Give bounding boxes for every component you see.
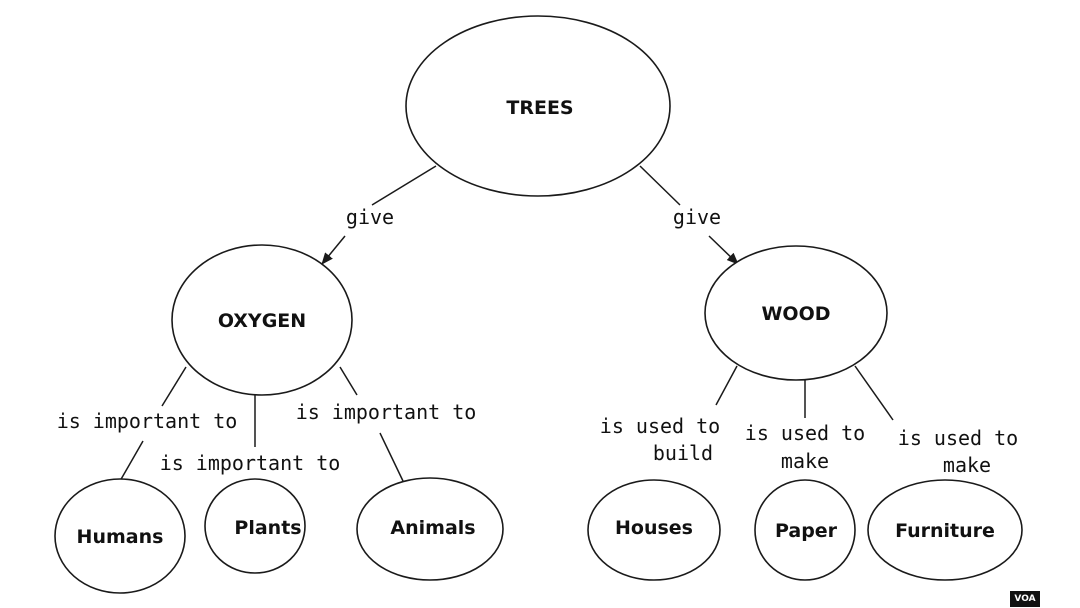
node-furniture: Furniture <box>867 479 1023 581</box>
node-oxygen: OXYGEN <box>171 244 353 396</box>
edge-label-wood-houses-line1: is used to <box>600 414 720 438</box>
voa-watermark: VOA <box>1010 591 1040 607</box>
edge-label-oxygen-animals: is important to <box>296 400 477 424</box>
edge-label-wood-furniture-line2: make <box>943 453 991 477</box>
edge-oxygen-humans-upper <box>161 366 187 407</box>
edge-label-trees-wood: give <box>673 205 721 229</box>
edge-oxygen-animals-lower <box>379 432 404 482</box>
node-paper: Paper <box>754 479 856 581</box>
edge-oxygen-animals-upper <box>339 366 358 396</box>
node-humans: Humans <box>54 478 186 594</box>
node-houses-label: Houses <box>615 517 693 539</box>
edge-label-oxygen-plants: is important to <box>160 451 341 475</box>
node-furniture-label: Furniture <box>895 520 995 542</box>
edge-wood-furniture <box>854 365 894 421</box>
edge-label-wood-houses-line2: build <box>653 441 713 465</box>
node-oxygen-label: OXYGEN <box>218 310 306 332</box>
node-animals-label: Animals <box>390 517 475 539</box>
node-wood: WOOD <box>704 245 888 381</box>
node-houses: Houses <box>587 479 721 581</box>
node-plants: Plants <box>204 478 306 574</box>
edge-wood-houses <box>715 365 738 406</box>
node-wood-label: WOOD <box>761 303 830 325</box>
node-plants-label: Plants <box>234 517 301 539</box>
edge-label-wood-furniture-line1: is used to <box>898 426 1018 450</box>
edge-label-wood-paper-line1: is used to <box>745 421 865 445</box>
edge-label-oxygen-humans: is important to <box>57 409 238 433</box>
edge-label-wood-paper-line2: make <box>781 449 829 473</box>
edge-trees-oxygen-upper <box>371 165 437 206</box>
edge-label-trees-oxygen: give <box>346 205 394 229</box>
edge-trees-wood-upper <box>639 165 681 206</box>
edge-trees-oxygen-arrow <box>321 235 346 265</box>
node-trees-label: TREES <box>506 97 573 119</box>
node-animals: Animals <box>356 477 504 581</box>
edge-trees-wood-arrow <box>708 235 739 265</box>
node-trees: TREES <box>405 15 671 197</box>
node-paper-label: Paper <box>775 520 838 542</box>
node-humans-label: Humans <box>77 526 164 548</box>
edges <box>119 165 894 482</box>
edge-oxygen-humans-lower <box>119 440 144 482</box>
